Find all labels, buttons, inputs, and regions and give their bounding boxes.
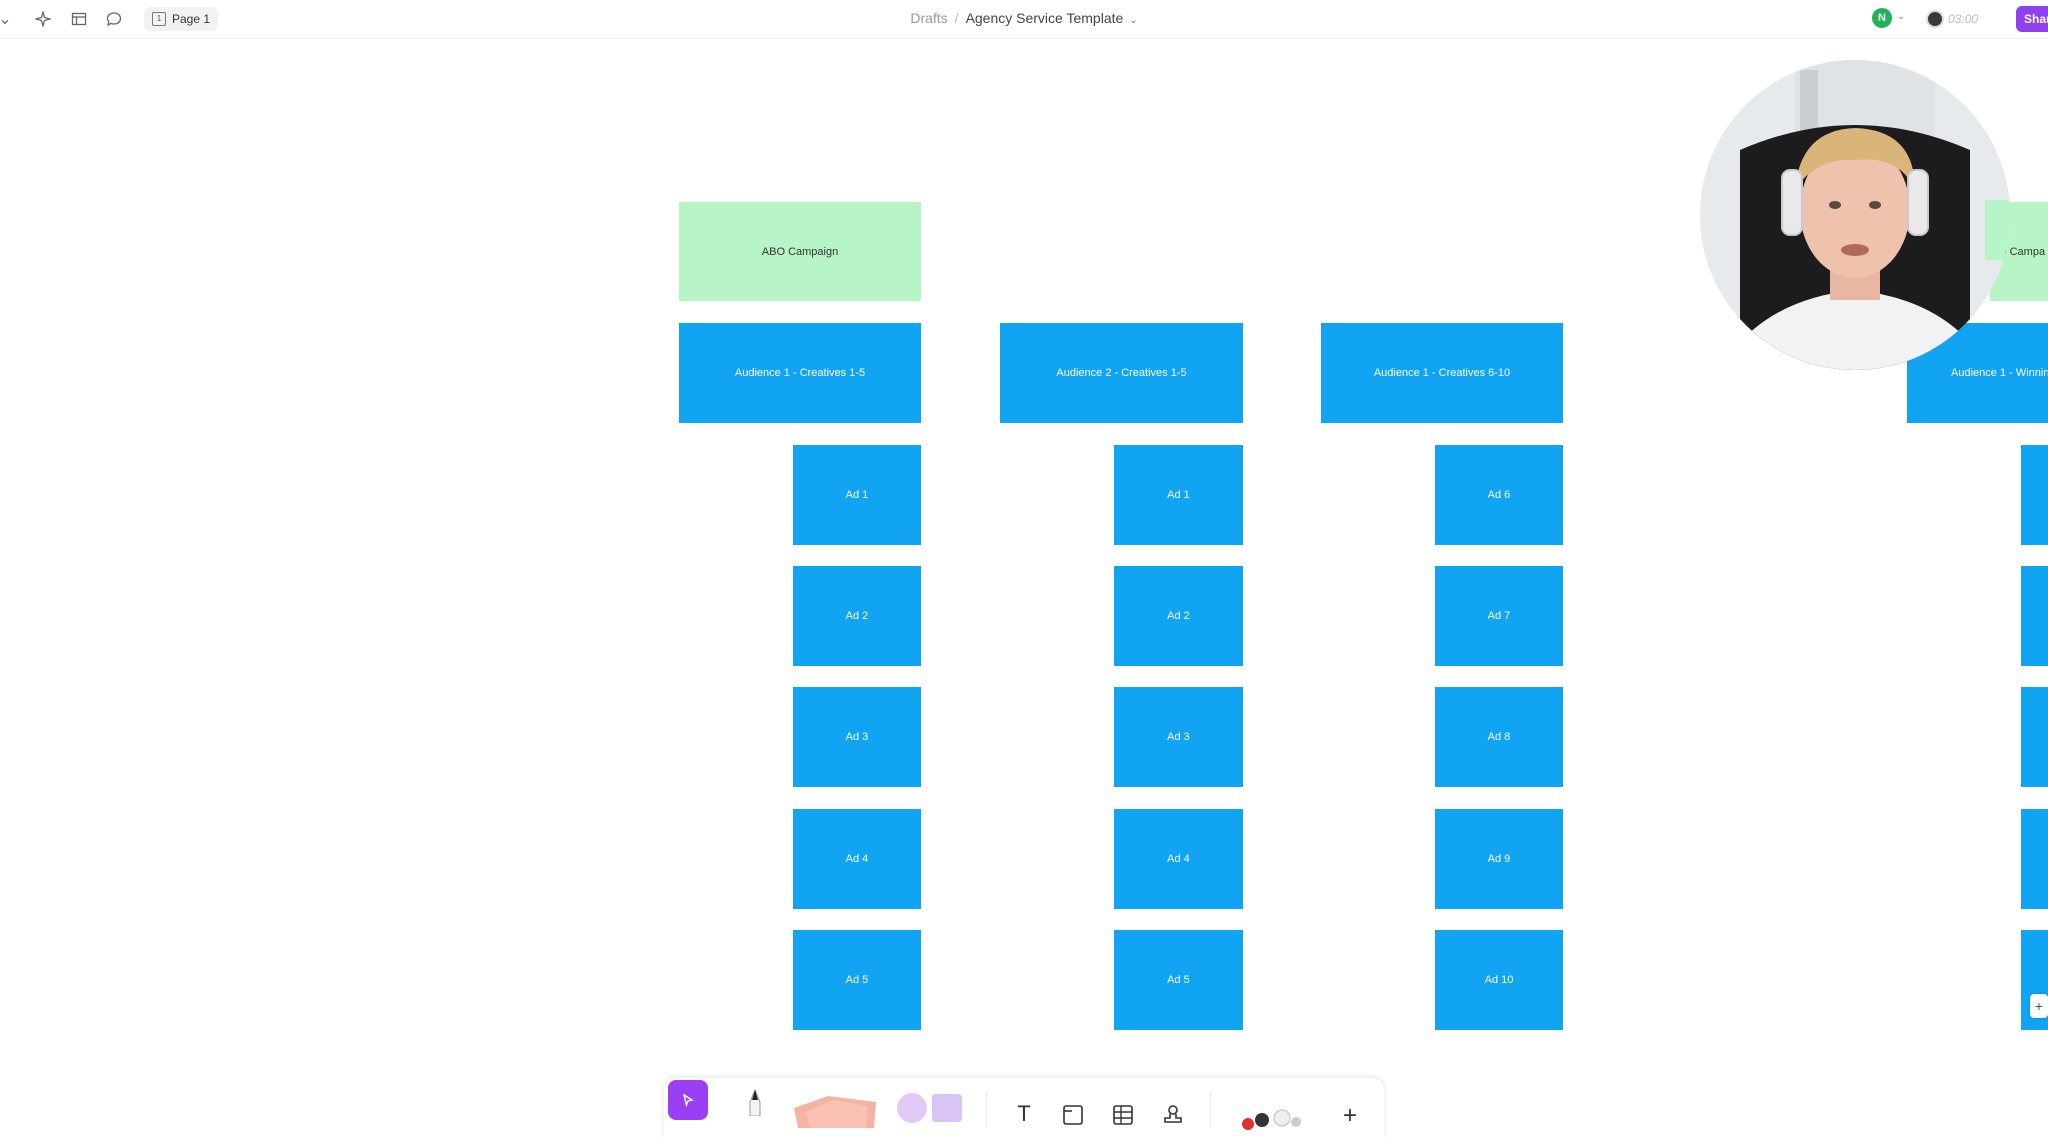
pen-tool-button[interactable] xyxy=(740,1084,770,1120)
share-button[interactable]: Shar xyxy=(2016,6,2048,32)
shape-tool-button[interactable] xyxy=(894,1092,964,1124)
ad-node[interactable]: Ad 8 xyxy=(1435,687,1563,787)
shapes-icon xyxy=(897,1093,962,1123)
page-icon: 1 xyxy=(152,12,166,26)
ad-node[interactable]: Ad 3 xyxy=(793,687,921,787)
add-button[interactable]: + xyxy=(1332,1098,1368,1134)
stamp-tool-button[interactable] xyxy=(1156,1098,1190,1132)
chevron-down-icon[interactable]: ⌄ xyxy=(1129,15,1138,26)
adset-node[interactable]: Audience 1 - Creatives 6-10 xyxy=(1321,323,1563,423)
pen-icon xyxy=(749,1088,761,1116)
plus-icon: + xyxy=(1342,1102,1357,1129)
breadcrumb-drafts[interactable]: Drafts xyxy=(910,10,948,26)
campaign-node[interactable]: ABO Campaign xyxy=(679,202,921,301)
ad-node[interactable]: Ad 4 xyxy=(793,809,921,909)
adset-node[interactable]: Audience 1 - Creatives 1-5 xyxy=(679,323,921,423)
ad-node[interactable]: Ad 7 xyxy=(1435,566,1563,666)
ad-node-partial[interactable] xyxy=(2021,445,2048,545)
ad-node[interactable]: Ad 5 xyxy=(1114,930,1243,1030)
ad-node[interactable]: Ad 4 xyxy=(1114,809,1243,909)
widgets-button[interactable] xyxy=(1224,1094,1314,1130)
comment-icon[interactable] xyxy=(103,8,125,30)
ad-node-partial[interactable] xyxy=(2021,687,2048,787)
breadcrumb: Drafts / Agency Service Template ⌄ xyxy=(0,10,2048,26)
ad-node[interactable]: Ad 1 xyxy=(1114,445,1243,545)
ad-node[interactable]: Ad 1 xyxy=(793,445,921,545)
layout-icon[interactable] xyxy=(68,8,90,30)
ad-node[interactable]: Ad 6 xyxy=(1435,445,1563,545)
ad-node[interactable]: Ad 3 xyxy=(1114,687,1243,787)
chevron-down-icon[interactable]: ⌄ xyxy=(1897,11,1906,22)
page-label: Page 1 xyxy=(172,12,211,26)
bottom-toolbar: T + xyxy=(664,1078,1384,1138)
timer-value: 03:00 xyxy=(1948,12,1979,26)
top-toolbar: ⌄ 1 Page 1 Drafts / Agency Service Templat… xyxy=(0,0,2048,39)
campaign-partial-label: O Campa xyxy=(1998,245,2046,258)
cursor-icon xyxy=(682,1093,694,1107)
file-name[interactable]: Agency Service Template xyxy=(965,10,1124,26)
text-tool-label: T xyxy=(1017,1101,1031,1126)
user-avatar[interactable]: N xyxy=(1872,8,1892,28)
widgets-icon xyxy=(1242,1109,1301,1130)
text-tool-button[interactable]: T xyxy=(1002,1098,1046,1130)
adset-partial-label: Audience 1 - Winnin xyxy=(1951,367,2048,379)
ad-node[interactable]: Ad 2 xyxy=(793,566,921,666)
ad-node[interactable]: Ad 2 xyxy=(1114,566,1243,666)
record-icon xyxy=(1926,10,1944,28)
table-icon xyxy=(1113,1105,1133,1125)
menu-chevron-icon[interactable]: ⌄ xyxy=(0,11,12,28)
ad-node[interactable]: Ad 9 xyxy=(1435,809,1563,909)
add-node-handle[interactable]: + xyxy=(2030,994,2048,1018)
adset-node[interactable]: Audience 2 - Creatives 1-5 xyxy=(1000,323,1243,423)
select-tool-button[interactable] xyxy=(668,1080,708,1120)
page-selector[interactable]: 1 Page 1 xyxy=(144,7,219,31)
ad-node[interactable]: Ad 5 xyxy=(793,930,921,1030)
sticky-note-tool-button[interactable] xyxy=(788,1090,880,1128)
breadcrumb-separator: / xyxy=(954,10,959,26)
ad-node-partial[interactable] xyxy=(2021,809,2048,909)
stamp-icon xyxy=(1164,1105,1182,1123)
ad-node-partial[interactable] xyxy=(2021,566,2048,666)
section-tool-button[interactable] xyxy=(1056,1098,1090,1132)
webcam-video xyxy=(1700,60,2010,370)
actions-sparkle-icon[interactable] xyxy=(32,8,54,30)
presenter-image xyxy=(1700,60,2010,370)
toolbar-divider xyxy=(1210,1092,1211,1128)
timer[interactable]: 03:00 xyxy=(1926,9,1978,29)
section-icon xyxy=(1063,1105,1083,1125)
sticky-note-icon xyxy=(794,1096,876,1128)
ad-node[interactable]: Ad 10 xyxy=(1435,930,1563,1030)
toolbar-divider xyxy=(986,1092,987,1128)
table-tool-button[interactable] xyxy=(1106,1098,1140,1132)
